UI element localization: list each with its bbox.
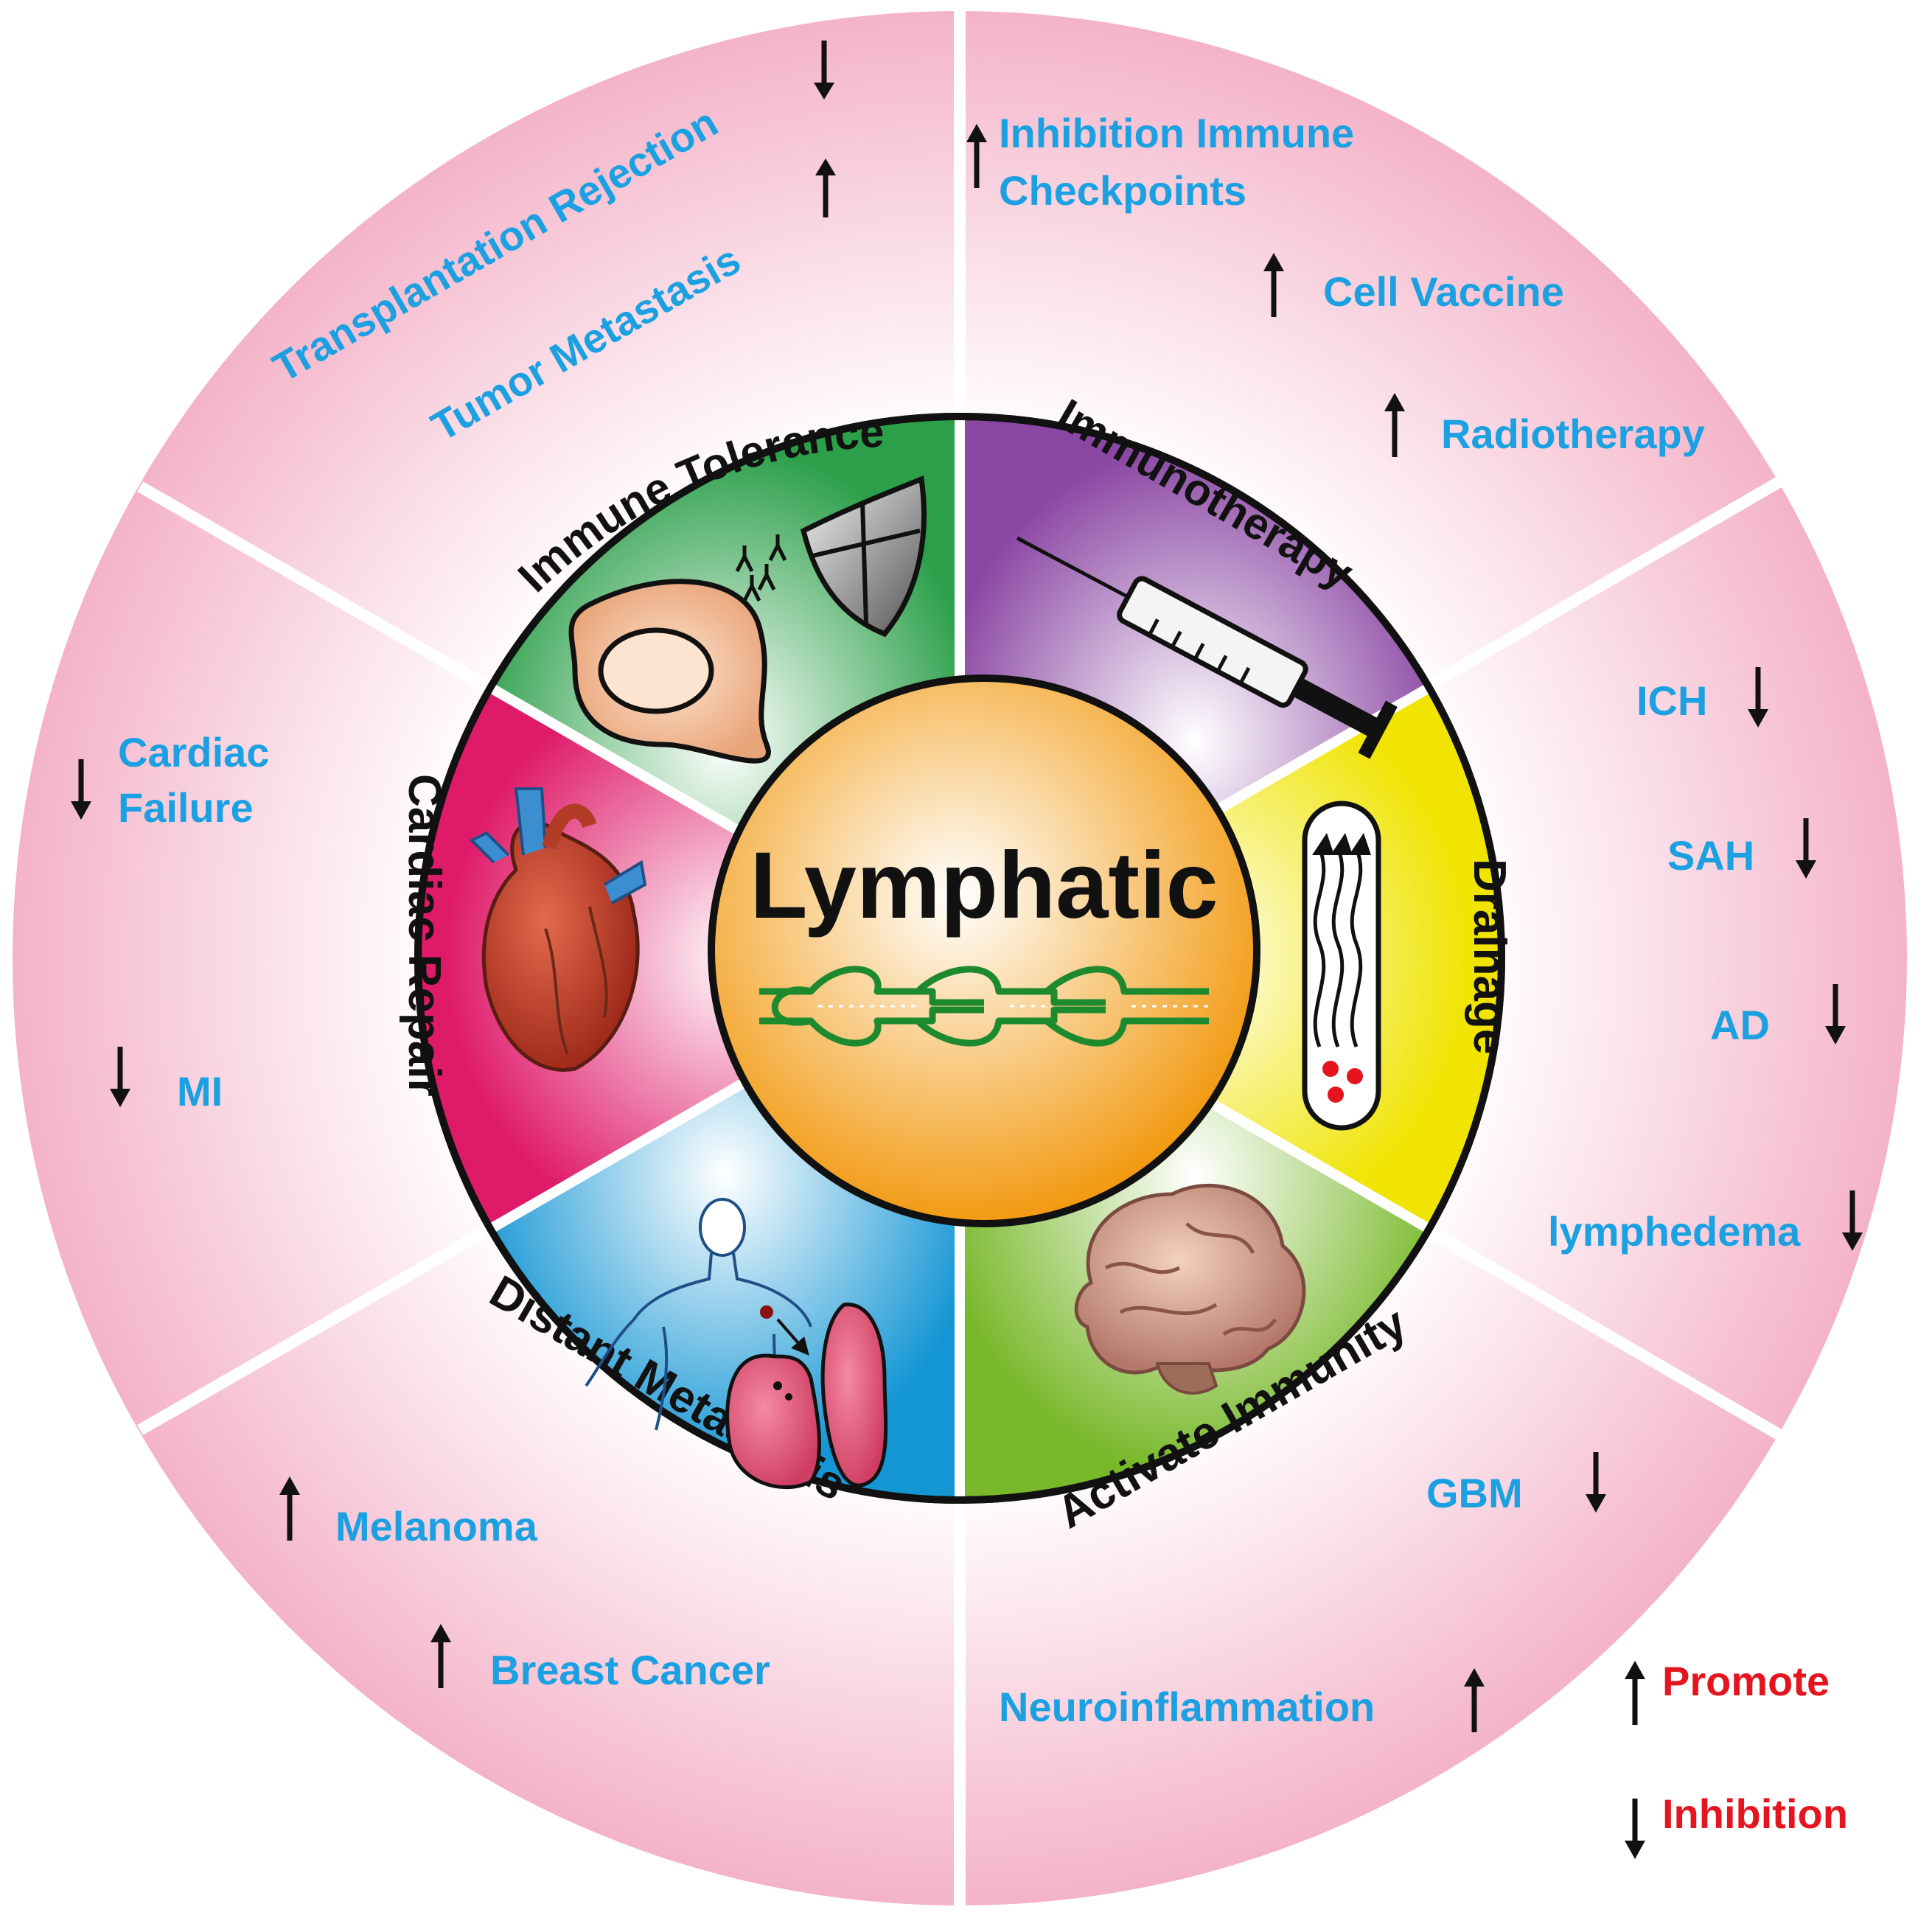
sector-label-cardiac-repair: Cardiac Repair <box>399 774 450 1097</box>
label-ad: AD <box>1710 1002 1770 1048</box>
legend-promote: Promote <box>1662 1658 1830 1704</box>
arrow-up-radiotherapy <box>1384 393 1405 457</box>
arrow-down-gbm <box>1586 1452 1606 1513</box>
arrow-down-ad <box>1825 984 1846 1045</box>
label-sah: SAH <box>1667 832 1754 879</box>
center-title: Lymphatic <box>750 833 1218 938</box>
lungs-icon <box>725 1303 888 1490</box>
arrow-down-ich <box>1748 667 1768 728</box>
label-inhibition-immune-line2: Checkpoints <box>999 167 1246 214</box>
label-radiotherapy: Radiotherapy <box>1441 411 1705 457</box>
arrow-down-sah <box>1796 818 1816 879</box>
arrow-down-cardiac-failure <box>71 759 91 820</box>
legend-arrow-down <box>1625 1799 1645 1859</box>
cell-icon <box>568 579 771 764</box>
label-breast-cancer: Breast Cancer <box>490 1647 770 1693</box>
arrow-up-tumor <box>815 158 836 217</box>
syringe-icon <box>1016 536 1398 759</box>
human-body-icon <box>585 1198 812 1438</box>
label-ich: ICH <box>1636 677 1707 724</box>
label-cardiac-failure-line2: Failure <box>118 784 254 831</box>
center-circle <box>708 674 1260 1227</box>
arrow-down-transplant <box>814 41 834 100</box>
metastasis-arrow-icon <box>776 1318 809 1356</box>
arrow-up-cell-vaccine <box>1263 253 1284 317</box>
sector-label-drainage: Drainage <box>1464 859 1515 1054</box>
label-cell-vaccine: Cell Vaccine <box>1323 268 1564 315</box>
tumor-spot-icon <box>760 1305 773 1319</box>
label-gbm: GBM <box>1426 1470 1523 1516</box>
arrow-up-breast-cancer <box>430 1624 451 1688</box>
arrow-up-checkpoints <box>966 124 987 188</box>
arrow-down-mi <box>110 1047 130 1107</box>
brain-icon <box>1074 1183 1306 1395</box>
legend-arrow-up <box>1625 1661 1645 1725</box>
label-cardiac-failure-line1: Cardiac <box>118 729 269 775</box>
drainage-tube-icon <box>1302 801 1381 1131</box>
label-neuroinflammation: Neuroinflammation <box>999 1684 1375 1730</box>
shield-icon <box>800 475 927 638</box>
label-lymphedema: lymphedema <box>1548 1208 1801 1255</box>
lymphatic-vessel-icon <box>759 966 1209 1047</box>
label-mi: MI <box>177 1068 223 1115</box>
arrow-down-lymphedema <box>1842 1190 1863 1251</box>
legend-inhibition: Inhibition <box>1662 1790 1848 1837</box>
arrow-up-melanoma <box>279 1476 300 1541</box>
heart-icon <box>469 787 647 1072</box>
legend: Promote Inhibition <box>1625 1658 1848 1859</box>
arrow-up-neuroinflammation <box>1464 1668 1485 1732</box>
label-inhibition-immune-line1: Inhibition Immune <box>999 110 1354 156</box>
label-melanoma: Melanoma <box>335 1503 538 1549</box>
antibody-icon <box>735 534 787 602</box>
inner-wheel-border <box>414 413 1505 1504</box>
